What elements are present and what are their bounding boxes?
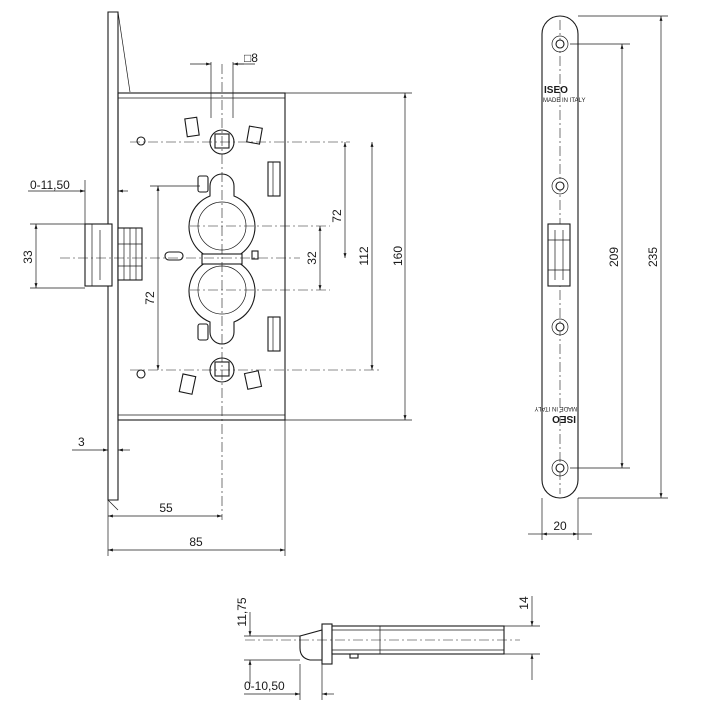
dim-backset: 55 xyxy=(159,501,173,515)
dim-plate-width: 20 xyxy=(553,519,567,533)
dim-112: 112 xyxy=(357,246,371,265)
origin-text-bottom: MADE IN ITALY xyxy=(535,405,577,411)
dim-hole-spacing: 209 xyxy=(607,247,621,267)
dimensions-faceplate: 209 235 20 xyxy=(528,15,668,540)
dim-latch-projection: 0-10,50 xyxy=(244,679,285,693)
dim-case-depth: 85 xyxy=(189,535,203,549)
brand-logo-top: ISEO xyxy=(544,85,568,96)
spindle xyxy=(164,251,184,261)
faceplate-marking-bottom: ISEO MADE IN ITALY xyxy=(535,405,577,424)
dim-case-height: 160 xyxy=(391,246,405,266)
dim-backset-range: 0-11,50 xyxy=(30,178,70,192)
faceplate-side-view: ISEO MADE IN ITALY ISEO MADE IN ITALY xyxy=(535,15,585,499)
brand-logo-bottom: ISEO xyxy=(552,413,576,424)
latch-bolt xyxy=(84,223,143,287)
case-hole-bottom xyxy=(136,369,146,379)
dim-latch-height: 33 xyxy=(21,250,35,264)
dimensions-front: □8 0-11,50 33 72 72 32 112 160 xyxy=(21,51,412,556)
dim-square-8: □8 xyxy=(244,51,258,65)
faceplate-screw-holes xyxy=(551,35,569,477)
lock-body-front-view xyxy=(60,11,380,520)
faceplate-edge xyxy=(107,11,119,501)
dimensions-latch: 11,75 14 0-10,50 xyxy=(235,596,540,700)
dim-72-left: 72 xyxy=(143,291,157,305)
dim-faceplate-thickness: 3 xyxy=(78,435,85,449)
faceplate-marking-top: ISEO MADE IN ITALY xyxy=(543,85,585,104)
dim-latch-thickness: 14 xyxy=(517,596,531,610)
dim-32: 32 xyxy=(305,251,319,265)
dim-72-right: 72 xyxy=(330,209,344,223)
case-hole-top xyxy=(136,136,146,146)
origin-text-top: MADE IN ITALY xyxy=(543,98,585,104)
latch-opening xyxy=(547,223,571,287)
latch-bottom-view xyxy=(245,623,520,665)
faceplate-strip xyxy=(541,15,579,499)
dim-plate-length: 235 xyxy=(646,247,660,267)
dim-latch-height-bottom: 11,75 xyxy=(235,597,249,626)
